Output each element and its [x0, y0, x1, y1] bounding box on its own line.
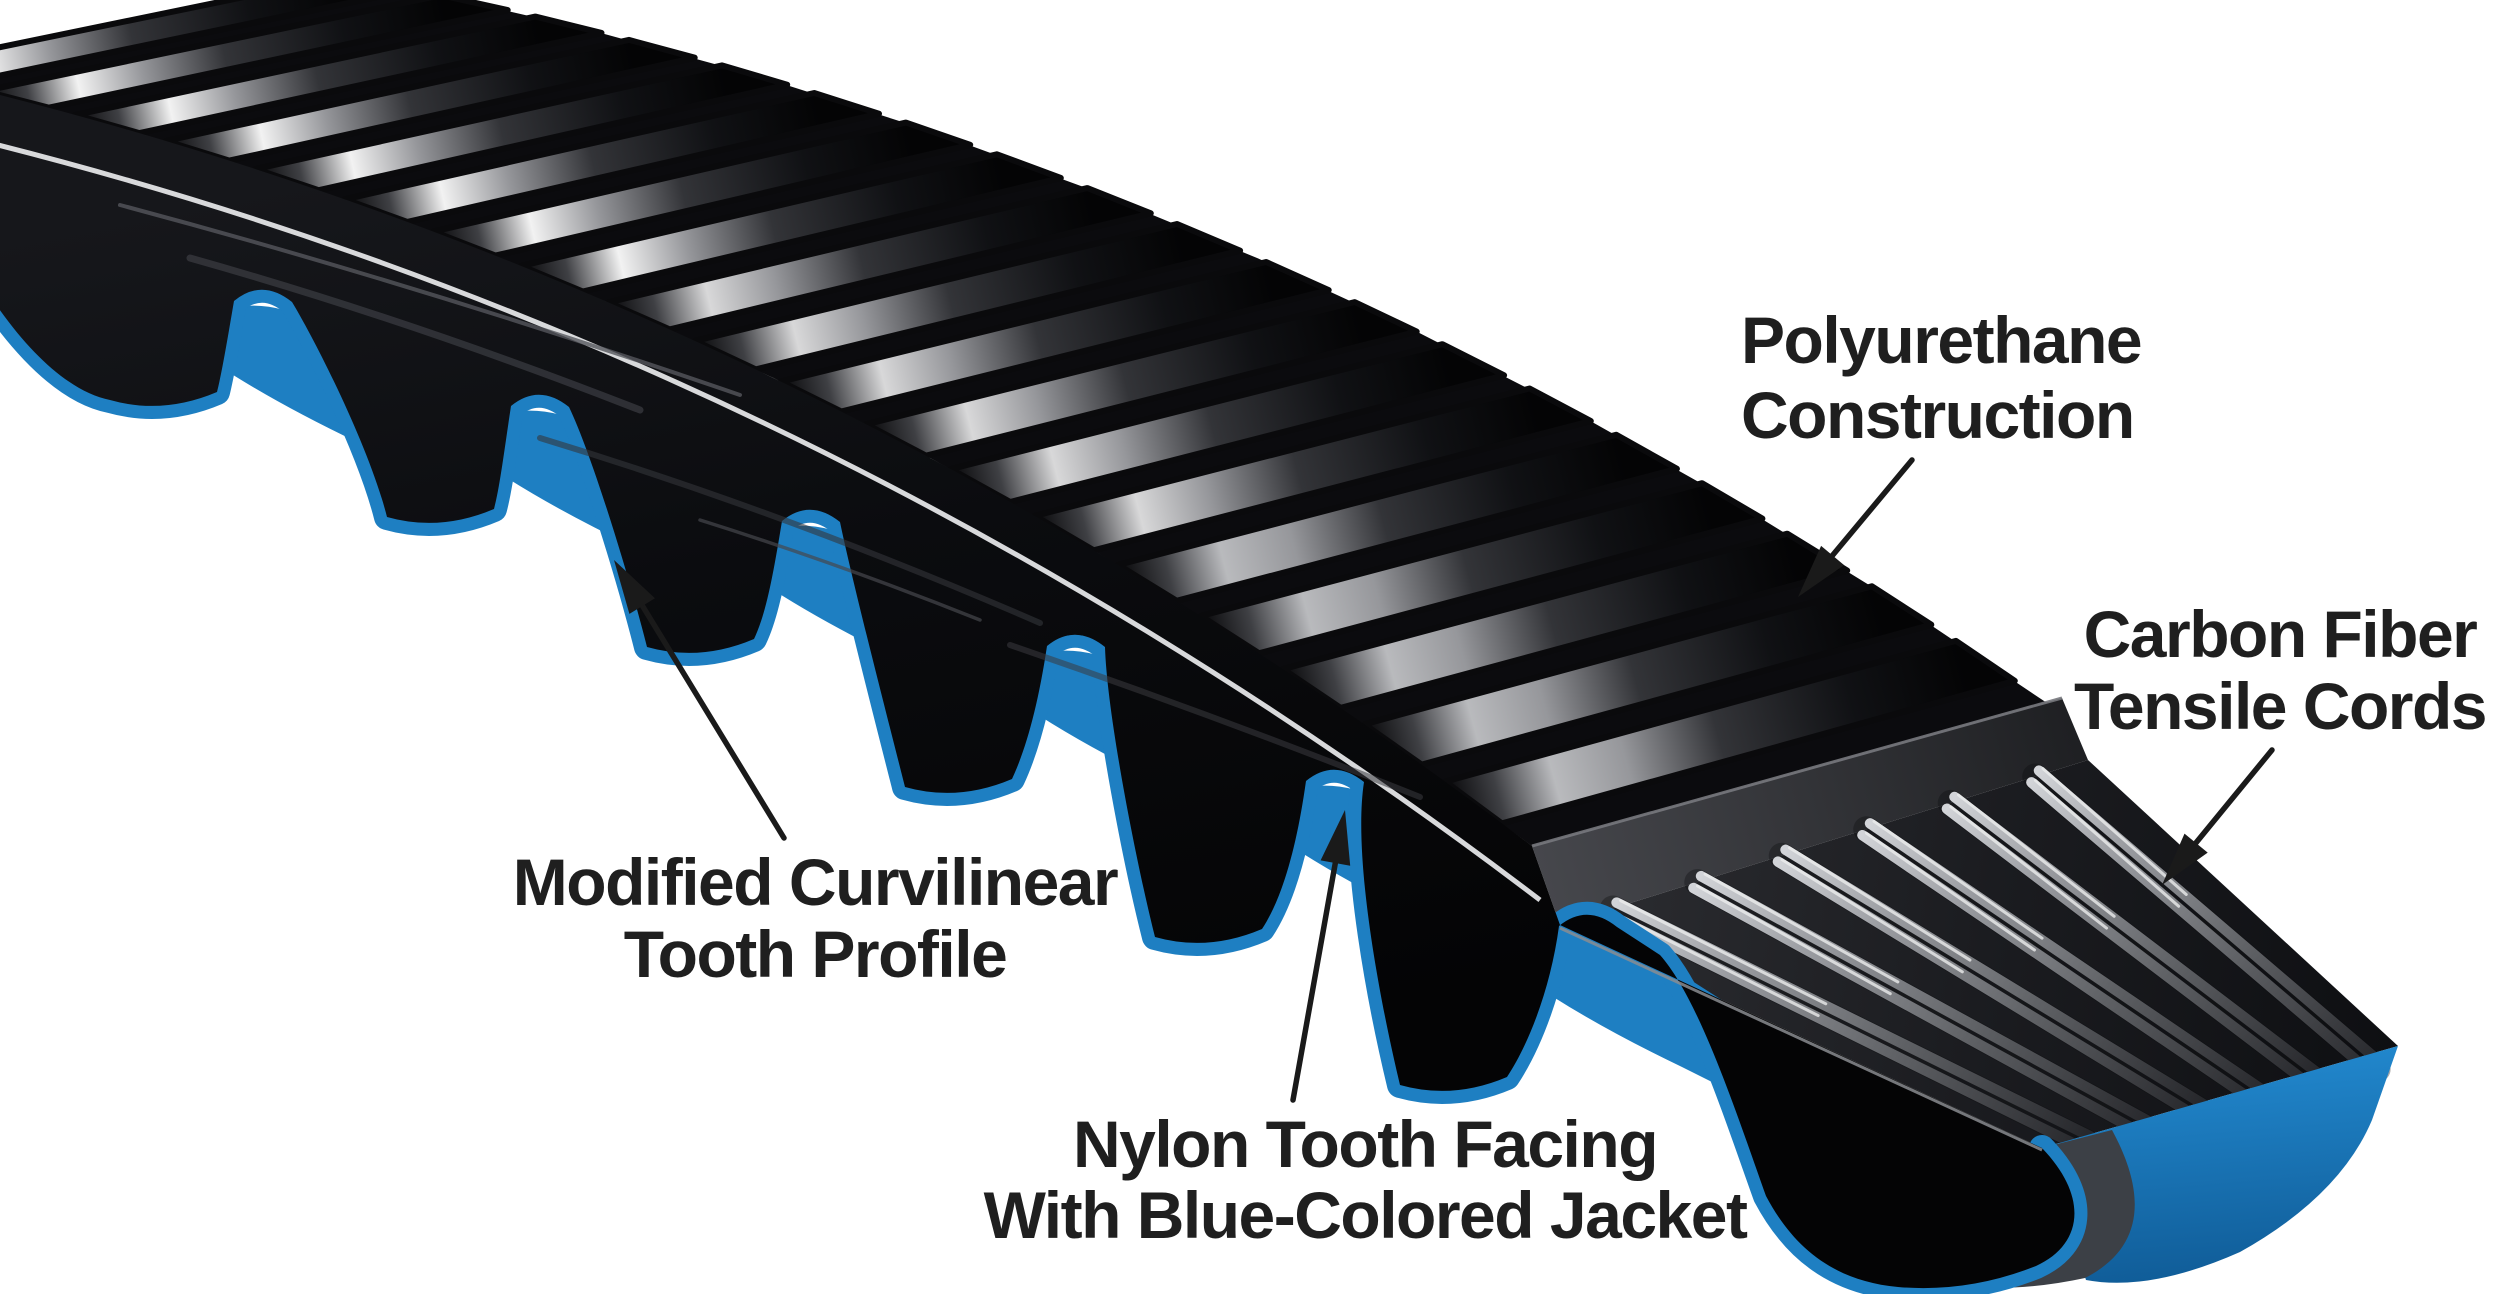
back-rib: [0, 0, 378, 79]
label-nylon-facing-line2: With Blue-Colored Jacket: [984, 1178, 1748, 1252]
cord-glint: [1788, 846, 1972, 962]
label-carbon-fiber-line1: Carbon Fiber: [2084, 597, 2478, 671]
side-face-sheen-streaks: [118, 203, 1423, 800]
label-tooth-profile: Modified Curvilinear Tooth Profile: [513, 845, 1120, 991]
cord-pair-shadow: [1599, 895, 2100, 1156]
cord-rod: [1695, 870, 2162, 1131]
cord-glint: [2041, 767, 2188, 896]
cord-pair-shadow: [1768, 842, 2214, 1124]
tensile-cord-line: [0, 142, 1542, 902]
cord-rod: [1688, 882, 2154, 1143]
arrow-nylon-facing: [1290, 810, 1351, 1103]
cord-glint: [1872, 819, 2044, 940]
label-polyurethane-line1: Polyurethane: [1741, 303, 2141, 377]
cord-ledge-near-edge-highlight: [1559, 926, 2043, 1152]
belt-near-face: [0, 94, 2075, 1289]
arrow-tooth-profile: [614, 560, 787, 841]
label-tooth-profile-line1: Modified Curvilinear: [513, 845, 1118, 919]
arrow-carbon-fiber: [2162, 747, 2275, 885]
cord-rod: [1780, 844, 2210, 1110]
cord-rod: [2033, 765, 2387, 1069]
cord-rod: [1772, 856, 2202, 1122]
belt-cut-face: [1532, 698, 2088, 925]
label-polyurethane-line2: Construction: [1741, 378, 2134, 452]
cord-glint: [1949, 805, 2109, 930]
cord-glint: [1611, 910, 1820, 1018]
label-carbon-fiber: Carbon Fiber Tensile Cords: [2074, 597, 2488, 743]
cord-glint: [1619, 899, 1828, 1006]
cord-pair: [1937, 789, 2327, 1092]
annotations: Polyurethane Construction Carbon Fiber T…: [513, 303, 2488, 1252]
cord-glint: [1864, 831, 2036, 952]
label-carbon-fiber-line2: Tensile Cords: [2074, 669, 2486, 743]
cord-pair: [2022, 763, 2391, 1083]
cord-pair: [1599, 895, 2100, 1156]
cord-rod: [1611, 897, 2096, 1142]
belt-back-ribs: [0, 0, 2018, 827]
cord-pair-shadow: [2022, 763, 2391, 1083]
cord-pair-shadow: [1937, 789, 2327, 1092]
cord-rod: [1603, 909, 2089, 1154]
label-nylon-facing-line1: Nylon Tooth Facing: [1073, 1107, 1657, 1181]
cord-glint: [1957, 793, 2116, 918]
cord-pair-shadow: [1684, 869, 2166, 1145]
cord-pair: [1684, 869, 2166, 1145]
cord-glint: [1780, 858, 1964, 974]
belt-cut-face-edge-highlight: [1531, 696, 2063, 848]
carbon-fiber-cords: [1599, 763, 2391, 1156]
cord-pair: [1853, 816, 2279, 1114]
label-polyurethane: Polyurethane Construction: [1741, 303, 2143, 452]
arrow-polyurethane: [1798, 457, 1915, 597]
cord-glint: [1703, 872, 1900, 984]
belt-side-face-and-teeth: [0, 94, 2075, 1289]
label-nylon-facing: Nylon Tooth Facing With Blue-Colored Jac…: [984, 1107, 1750, 1252]
cord-pair-shadow: [1853, 816, 2279, 1114]
cord-pair: [1768, 842, 2214, 1124]
label-tooth-profile-line2: Tooth Profile: [624, 917, 1007, 991]
cord-glint: [1695, 884, 1892, 996]
cord-rod: [2026, 777, 2380, 1081]
cord-rod: [1941, 803, 2315, 1090]
cord-rod: [1864, 818, 2275, 1100]
cord-rod: [1949, 791, 2323, 1078]
cord-glint: [2033, 778, 2181, 908]
cord-rod: [1857, 829, 2267, 1112]
